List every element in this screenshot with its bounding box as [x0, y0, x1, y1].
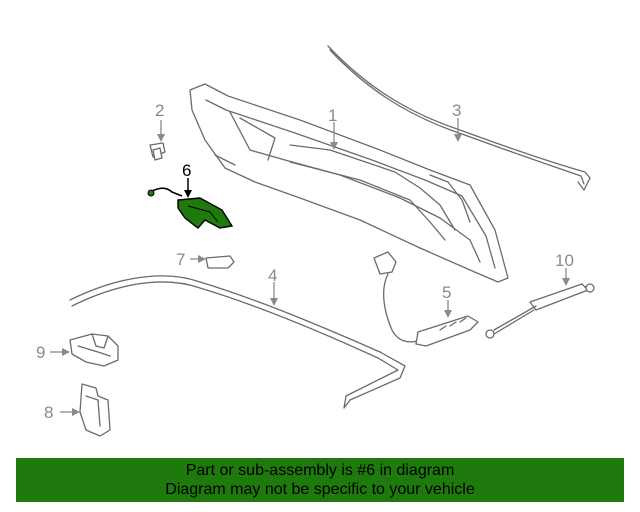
part-2-bolt: [149, 142, 166, 161]
part-5-release-cable: [373, 251, 479, 347]
part-7-clip: [205, 255, 235, 269]
callout-1: 1: [328, 106, 337, 125]
callout-4: 4: [268, 266, 277, 285]
part-10-gas-strut: [485, 283, 595, 339]
footer-line-2: Diagram may not be specific to your vehi…: [165, 481, 475, 498]
part-9-bracket: [69, 333, 119, 367]
part-8-striker: [79, 383, 111, 437]
callout-10: 10: [555, 251, 574, 270]
callout-9: 9: [36, 343, 45, 362]
callout-8: 8: [44, 403, 53, 422]
footer-banner: Part or sub-assembly is #6 in diagram Di…: [16, 458, 624, 502]
callout-3: 3: [452, 101, 461, 120]
part-1-lid-panel: [189, 83, 509, 283]
callout-6: 6: [182, 161, 191, 180]
callout-7: 7: [176, 250, 185, 269]
callout-5: 5: [442, 283, 451, 302]
part-4-weatherstrip: [69, 275, 406, 409]
part-6-latch: [147, 187, 234, 229]
leader-lines: [50, 118, 570, 416]
callout-2: 2: [155, 101, 164, 120]
footer-line-1: Part or sub-assembly is #6 in diagram: [185, 462, 455, 479]
